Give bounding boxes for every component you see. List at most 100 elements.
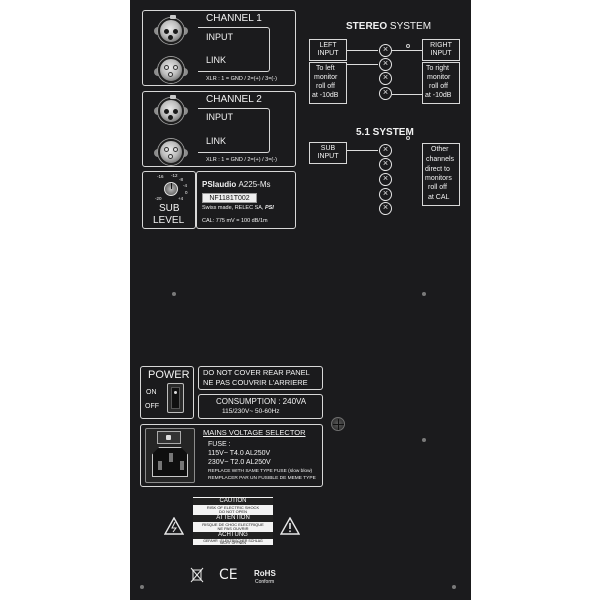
channel1-xlr-note: XLR : 1 = GND / 2=(+) / 3=(-) (206, 76, 277, 82)
channel2-xlr-note: XLR : 1 = GND / 2=(+) / 3=(-) (206, 157, 277, 163)
channel1-frame (142, 10, 296, 86)
stereo-connector-1 (379, 44, 392, 57)
fuse-230: 230V~ T2.0 AL250V (208, 459, 271, 466)
fuse-115: 115V~ T4.0 AL250V (208, 450, 271, 457)
stereo-connector-4 (379, 87, 392, 100)
serial-sticker: NF1181T002 (202, 193, 257, 203)
surround-title: 5.1 SYSTEM (356, 127, 414, 138)
caution-warning-icon (280, 517, 300, 535)
cover-warning-box (198, 366, 323, 390)
channel2-input-label: INPUT (206, 112, 233, 122)
channel1-title: CHANNEL 1 (206, 13, 262, 24)
power-on-label: ON (146, 389, 157, 396)
channel2-title: CHANNEL 2 (206, 94, 262, 105)
power-off-label: OFF (145, 403, 159, 410)
channel2-frame (142, 91, 296, 167)
stereo-title-bold: STEREO (346, 21, 388, 32)
voltage-label: 115/230V~ 50-60Hz (222, 408, 280, 415)
sublevel-tick: +4 (178, 196, 184, 201)
surround-connector-4 (379, 188, 392, 201)
channel1-input-label: INPUT (206, 32, 233, 42)
screw (172, 292, 176, 296)
surround-connector-5 (379, 202, 392, 215)
channel2-input-jack[interactable] (158, 95, 184, 124)
attention-text-1: RISQUE DE CHOC ELECTRIQUE (202, 522, 264, 527)
right-input-box (422, 39, 460, 61)
left-input-box (309, 39, 347, 61)
surround-note-box (422, 143, 460, 206)
routing-line (347, 64, 378, 65)
achtung-text-2: NICHT ÖFFNEN (220, 541, 246, 545)
routing-line (347, 150, 378, 151)
rear-panel: CHANNEL 1 INPUT LINK XLR : 1 = GND / 2=(… (130, 0, 471, 600)
sublevel-frame (142, 171, 196, 229)
stereo-connector-3 (379, 72, 392, 85)
consumption-label: CONSUMPTION : 240VA (216, 397, 307, 406)
calibration-text: CAL: 775 mV = 100 dB/1m (202, 218, 268, 224)
weee-bin-icon (190, 567, 204, 583)
right-input-label: RIGHT INPUT (430, 42, 452, 57)
cover-warning-en: DO NOT COVER REAR PANEL (203, 368, 310, 377)
sublevel-tick: -16 (157, 174, 164, 179)
power-inlet[interactable] (145, 428, 195, 483)
channel1-io-box (198, 27, 270, 72)
power-switch[interactable] (167, 383, 184, 413)
routing-line (392, 94, 422, 95)
shock-warning-icon (164, 517, 184, 535)
channel2-link-label: LINK (206, 136, 227, 146)
serial-number: NF1181T002 (209, 195, 250, 202)
right-note-2: monitor (427, 74, 451, 81)
model-brand: PSIaudio A225-Ms (202, 181, 270, 189)
brand-text: PSIaudio (202, 180, 237, 189)
mains-frame (140, 424, 323, 487)
consumption-box (198, 394, 323, 419)
ce-mark: CE (219, 567, 238, 583)
surround-note-4: monitors (425, 175, 452, 182)
fuse-replace-fr: REMPLACER PAR UN FUSIBLE DE MEME TYPE (208, 476, 316, 481)
screw (422, 438, 426, 442)
made-text: Swiss made, RELEC SA, (202, 205, 264, 211)
channel1-link-jack[interactable] (158, 57, 184, 83)
sublevel-tick: -8 (179, 177, 184, 182)
left-note-2: monitor (314, 74, 338, 81)
right-note-box (422, 62, 460, 104)
surround-connector-3 (379, 173, 392, 186)
power-frame (140, 366, 194, 419)
rohs-conform: Conform (255, 579, 275, 585)
left-note-1: To left (316, 65, 335, 72)
surround-note-3: direct to (425, 166, 450, 173)
cover-warning-fr: NE PAS COUVRIR L'ARRIERE (203, 378, 308, 387)
attention-text-2: NE PAS OUVRIR (217, 526, 249, 531)
sublevel-knob[interactable] (164, 182, 178, 196)
sublevel-tick: 0 (185, 190, 188, 195)
sublevel-title-2: LEVEL (153, 215, 185, 226)
stereo-title: STEREO SYSTEM (346, 22, 431, 32)
sublevel-tick: -12 (171, 173, 178, 178)
achtung-header: ACHTUNG (193, 532, 273, 539)
routing-line (392, 50, 422, 51)
surround-note-6: at CAL (428, 194, 450, 201)
label-dot (406, 44, 410, 48)
caution-text-1: RISK OF ELECTRIC SHOCK (206, 505, 260, 510)
channel1-link-label: LINK (206, 55, 227, 65)
routing-line (347, 50, 378, 51)
channel1-input-jack[interactable] (158, 15, 184, 44)
screw (452, 585, 456, 589)
sub-input-box (309, 142, 347, 164)
brand-logo: PSI (264, 205, 274, 211)
surround-note-1: Other (431, 146, 449, 153)
stereo-title-rest: SYSTEM (389, 21, 432, 32)
left-note-3: roll off (316, 83, 335, 90)
left-input-label: LEFT INPUT (317, 42, 339, 57)
screw (140, 585, 144, 589)
left-note-box (309, 62, 347, 104)
caution-text-2: DO NOT OPEN (219, 509, 247, 514)
sublevel-tick: -20 (155, 196, 162, 201)
channel2-link-jack[interactable] (158, 139, 184, 165)
sublevel-title-1: SUB (159, 203, 180, 214)
model-frame (196, 171, 296, 229)
surround-note-5: roll off (428, 184, 447, 191)
sub-input-label: SUB INPUT (317, 145, 339, 160)
attention-header: ATTENTION (193, 515, 273, 522)
right-note-4: at -10dB (425, 92, 452, 99)
